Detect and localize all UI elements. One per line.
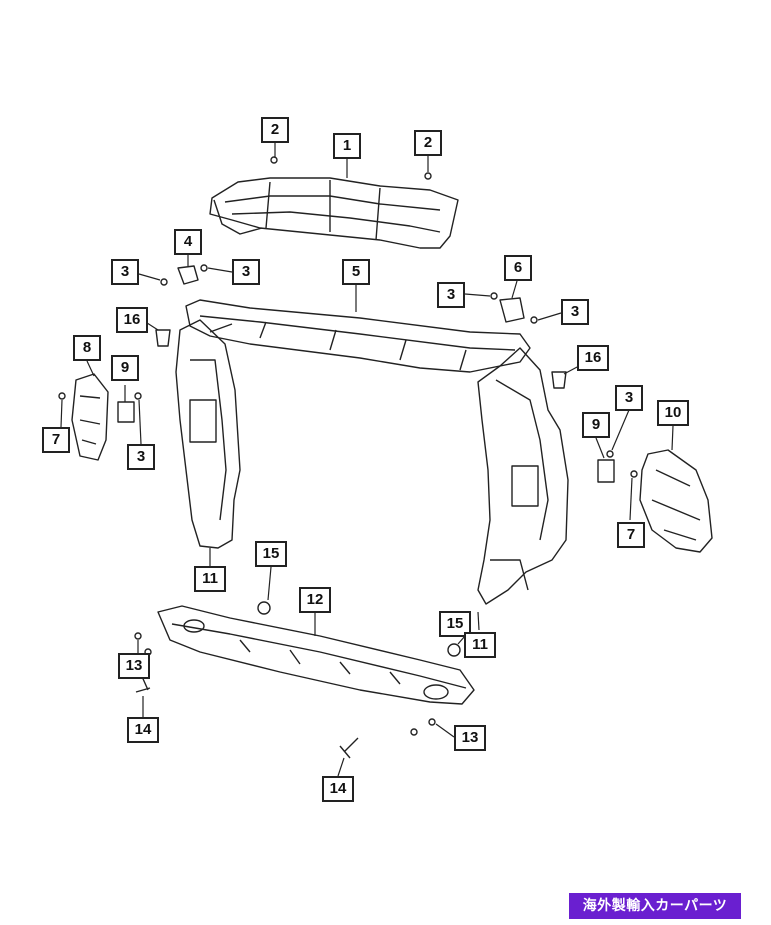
right-sensor-part bbox=[597, 459, 615, 483]
callout-4: 4 bbox=[174, 229, 202, 255]
leader-lines bbox=[60, 143, 674, 777]
callout-9-right: 9 bbox=[582, 412, 610, 438]
callout-2-left: 2 bbox=[261, 117, 289, 143]
callout-3-a: 3 bbox=[111, 259, 139, 285]
bracket-6-part bbox=[499, 297, 525, 323]
callout-3-b: 3 bbox=[232, 259, 260, 285]
nut-left-part bbox=[257, 601, 271, 615]
callout-12: 12 bbox=[299, 587, 331, 613]
callout-14-left: 14 bbox=[127, 717, 159, 743]
callout-5: 5 bbox=[342, 259, 370, 285]
callout-6: 6 bbox=[504, 255, 532, 281]
callout-7-right: 7 bbox=[617, 522, 645, 548]
bumper-right-part bbox=[551, 371, 567, 389]
callout-2-right: 2 bbox=[414, 130, 442, 156]
callout-3-c: 3 bbox=[437, 282, 465, 308]
screws bbox=[58, 156, 638, 736]
left-sensor-part bbox=[117, 401, 135, 423]
callout-13-left: 13 bbox=[118, 653, 150, 679]
callout-3-d: 3 bbox=[561, 299, 589, 325]
callout-10: 10 bbox=[657, 400, 689, 426]
callout-14-right: 14 bbox=[322, 776, 354, 802]
callout-16-left: 16 bbox=[116, 307, 148, 333]
nut-right-part bbox=[447, 643, 461, 657]
right-bracket-part bbox=[639, 449, 713, 553]
callout-7-left: 7 bbox=[42, 427, 70, 453]
radiator-support-frame bbox=[175, 299, 569, 605]
lower-crossmember bbox=[157, 605, 475, 705]
upper-shroud-part bbox=[209, 177, 459, 249]
callout-15-left: 15 bbox=[255, 541, 287, 567]
callout-9-left: 9 bbox=[111, 355, 139, 381]
callout-13-right: 13 bbox=[454, 725, 486, 751]
callout-3-f: 3 bbox=[615, 385, 643, 411]
callout-8: 8 bbox=[73, 335, 101, 361]
callout-3-e: 3 bbox=[127, 444, 155, 470]
bracket-4-part bbox=[177, 265, 199, 285]
bumper-left-part bbox=[155, 329, 171, 347]
callout-11-left: 11 bbox=[194, 566, 226, 592]
callout-11-right: 11 bbox=[464, 632, 496, 658]
left-bracket-part bbox=[71, 373, 109, 461]
bolt-right-part bbox=[339, 737, 359, 759]
callout-16-right: 16 bbox=[577, 345, 609, 371]
watermark-banner: 海外製輸入カーパーツ bbox=[569, 893, 741, 919]
callout-1: 1 bbox=[333, 133, 361, 159]
